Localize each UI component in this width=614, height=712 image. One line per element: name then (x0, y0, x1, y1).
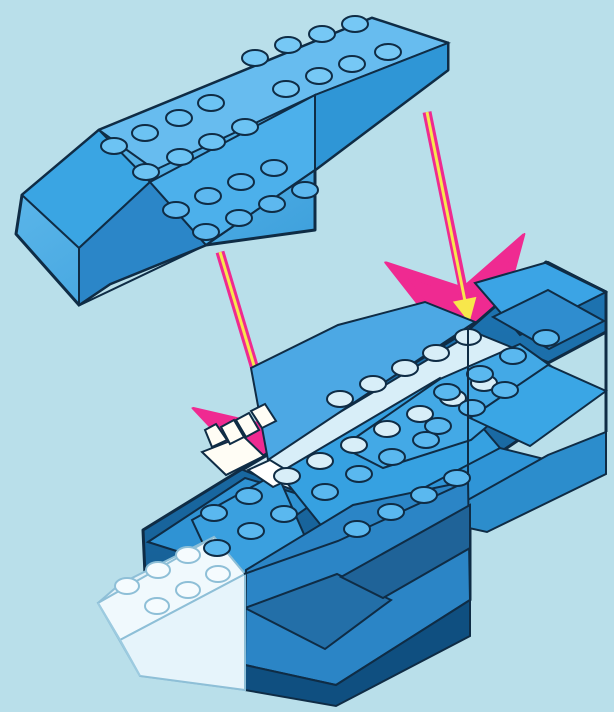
step-illustration (0, 0, 614, 712)
lego-instruction-step (0, 0, 614, 712)
